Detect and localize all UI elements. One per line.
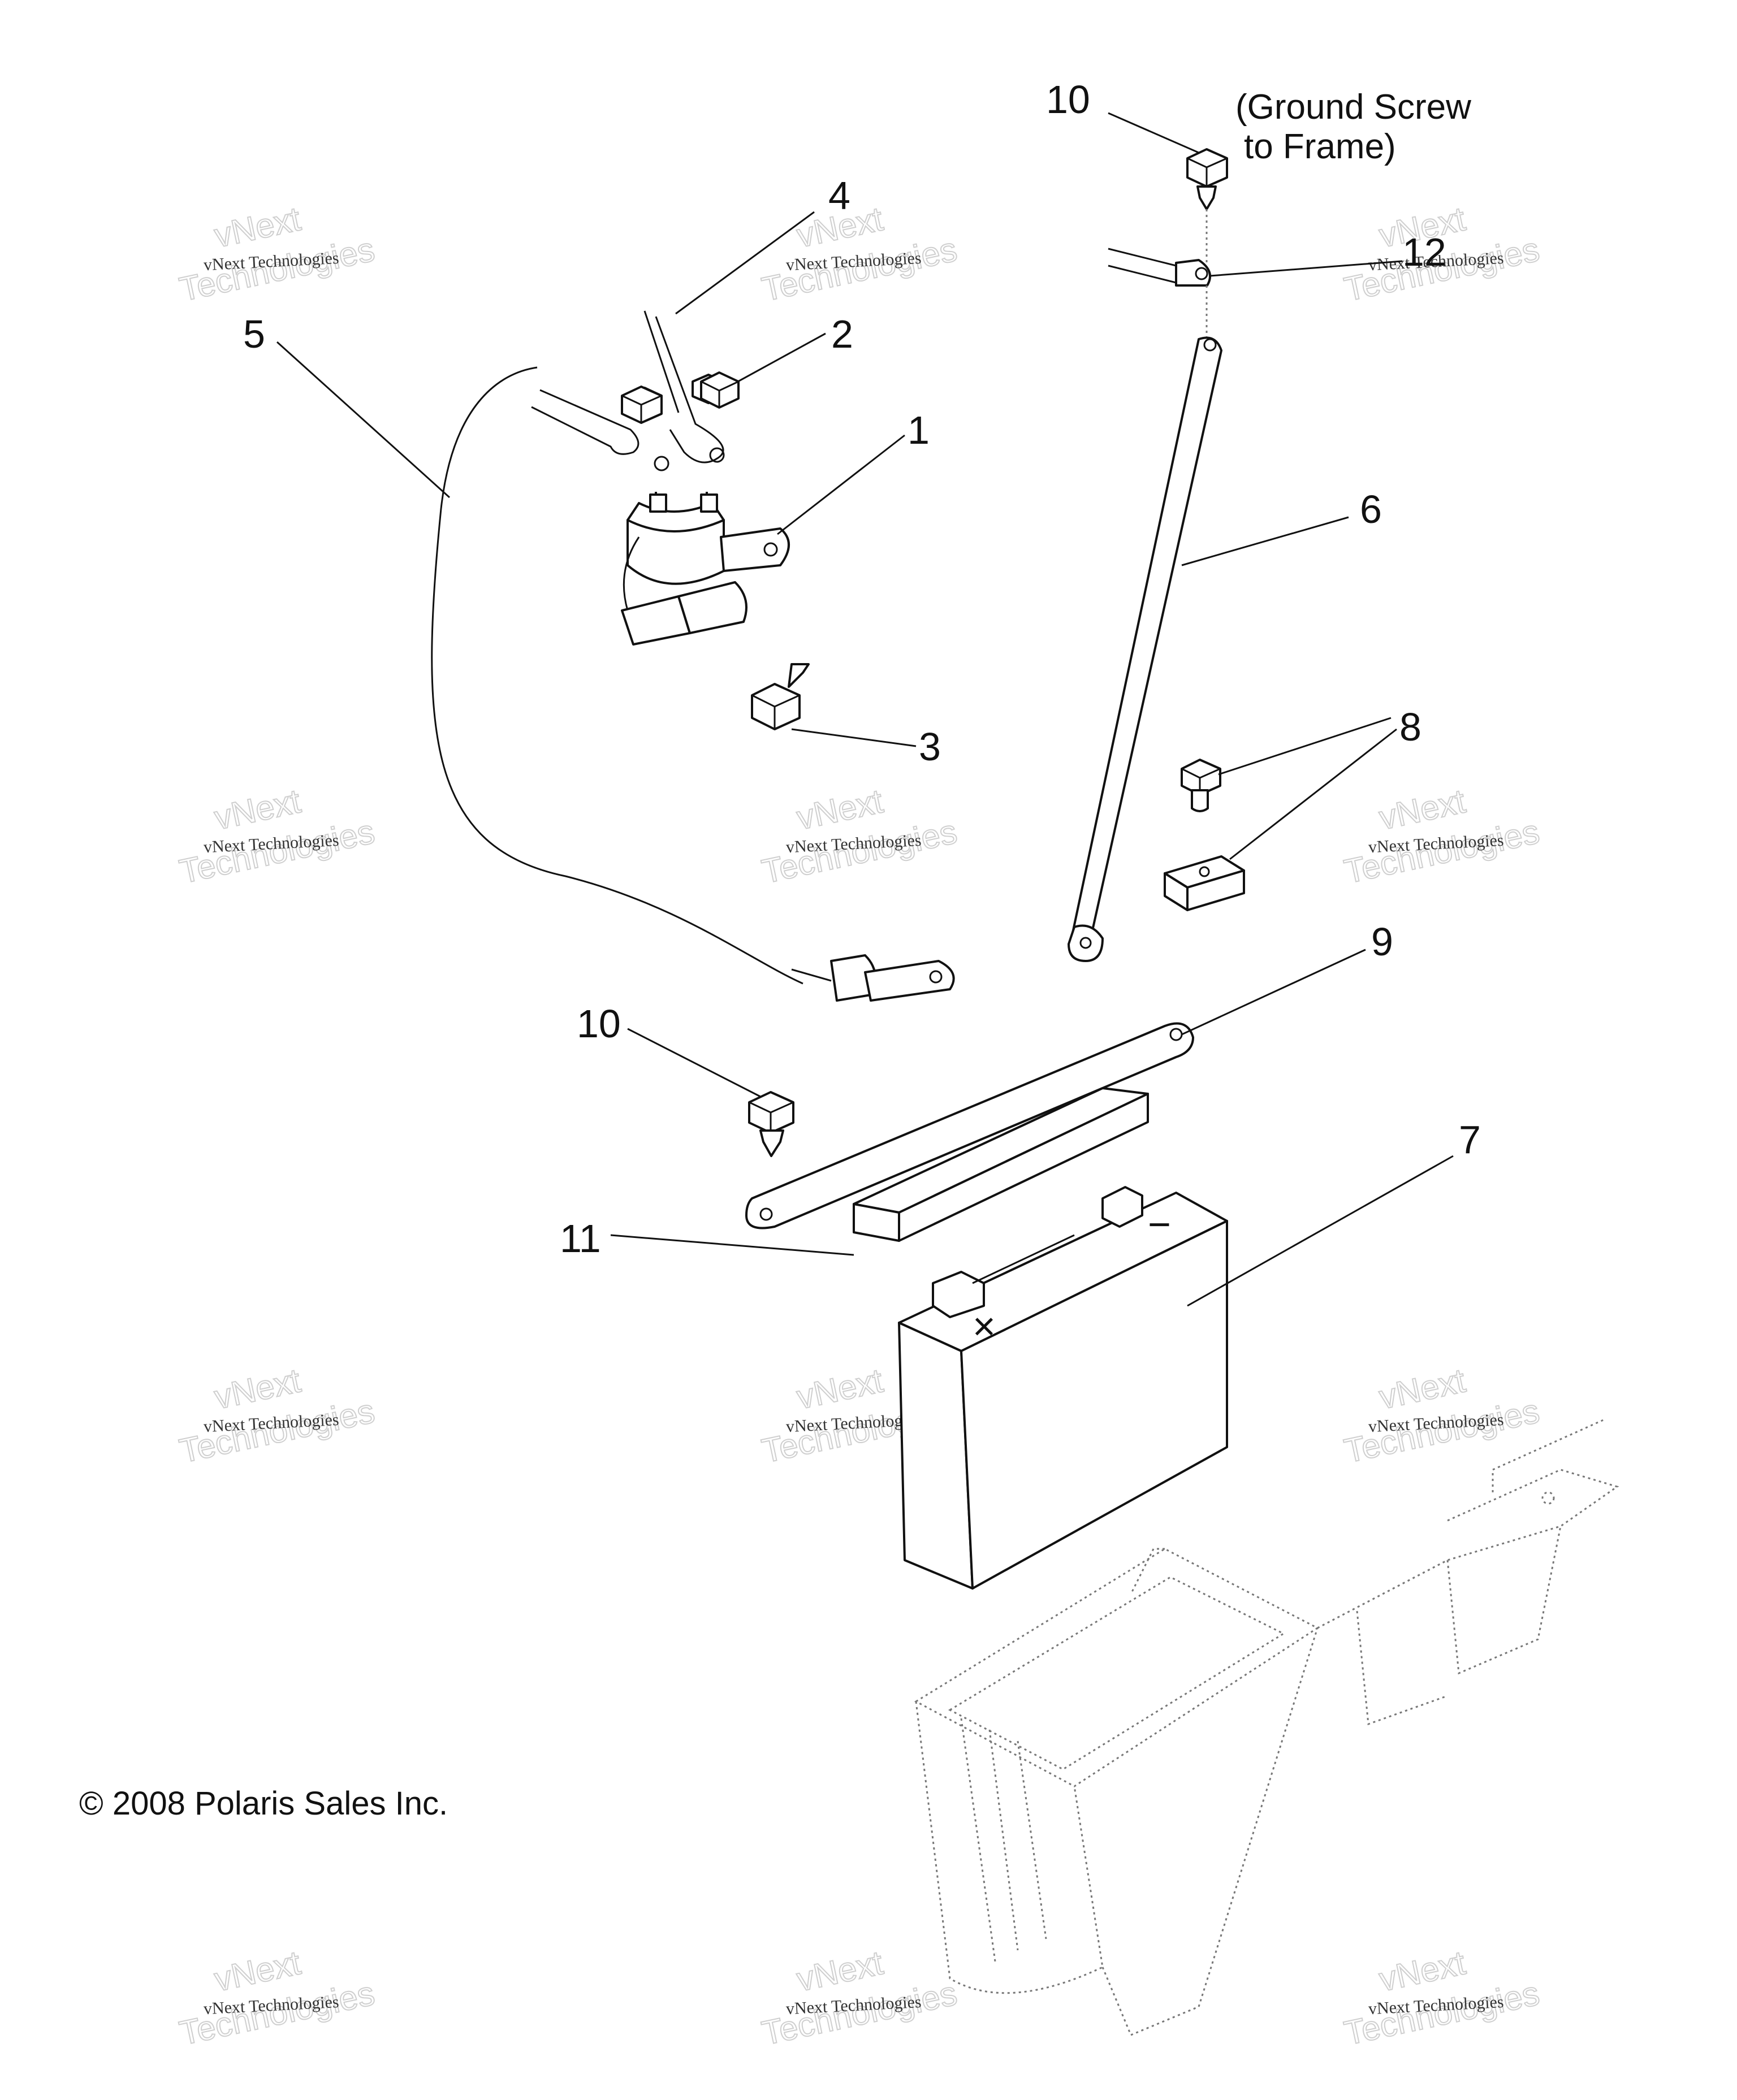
battery-pad-part-11 [853,1087,1149,1242]
watermark: vNext Technologies vNext Technologies [1341,781,1544,891]
watermark: vNext Technologies vNext Technologies [758,199,961,309]
bolt-part-3 [751,663,810,730]
callout-9: 9 [1371,920,1393,964]
callout-5: 5 [243,312,265,356]
battery-minus-mark: − [1148,1202,1171,1246]
callout-10-bottom: 10 [577,1002,621,1046]
leader-11 [610,1234,854,1256]
callout-8: 8 [1399,705,1421,749]
nut-part-2 [700,371,740,409]
leader-1 [777,434,905,535]
nut-part-8 [1164,855,1245,911]
watermark: vNext Technologies vNext Technologies [758,1943,961,2053]
watermark: vNext Technologies vNext Technologies [1341,1943,1544,2053]
callout-2: 2 [831,312,853,356]
watermark: vNext Technologies vNext Technologies [1341,1361,1544,1470]
ground-eyelet-part-12 [1108,248,1211,339]
callout-6: 6 [1360,487,1382,531]
battery-strap-part-9 [745,1022,1194,1229]
watermark-large-top: vNext [1376,1361,1468,1416]
copyright: © 2008 Polaris Sales Inc. [79,1785,448,1822]
leader-2 [737,332,826,383]
callout-4: 4 [828,174,850,218]
ground-screw-part-10-top [1186,148,1228,266]
watermark-large-top: vNext [211,782,304,837]
callout-10-top: 10 [1046,77,1090,122]
leader-5 [276,341,451,499]
callout-3: 3 [919,725,941,769]
watermark-large-top: vNext [793,782,886,837]
leader-3 [791,728,917,747]
leader-10-bottom [627,1028,761,1098]
leader-12 [1209,260,1403,277]
battery-part-7: − × [898,1186,1228,1590]
watermark: vNext Technologies vNext Technologies [758,781,961,891]
lead-wire-part-4 [643,310,680,413]
negative-cable-part-6 [1068,336,1222,962]
watermark: vNext Technologies vNext Technologies [176,781,379,891]
battery-box-frame [914,1418,1619,2036]
leader-4 [675,211,815,315]
battery-plus-mark: × [973,1304,996,1348]
watermark-layer: vNext Technologies vNext Technologies vN… [176,199,1544,2053]
watermark-large-top: vNext [211,1943,304,1998]
callout-11: 11 [560,1216,601,1261]
leader-8a [1218,717,1392,776]
screw-part-10-bottom [748,1091,794,1157]
callout-1: 1 [908,408,930,452]
leader-8b [1229,728,1397,860]
watermark-large-top: vNext [793,1361,886,1416]
leader-6 [1181,516,1349,566]
watermark-large-top: vNext [211,1361,304,1416]
ground-note-line2: to Frame) [1244,127,1396,166]
leader-lines [276,112,1454,1307]
leader-7 [1187,1155,1454,1307]
watermark-large-top: vNext [1376,1943,1468,1998]
watermark: vNext Technologies vNext Technologies [176,1943,379,2053]
nut-left-terminal [621,386,663,424]
ground-note-line1: (Ground Screw [1235,88,1471,127]
callout-12: 12 [1402,230,1446,274]
watermark: vNext Technologies vNext Technologies [176,1361,379,1470]
watermark-large-top: vNext [211,200,304,254]
positive-cable [431,366,955,1002]
bolt-part-8 [1181,759,1221,812]
callout-7: 7 [1459,1118,1481,1162]
leader-10-top [1108,112,1199,154]
watermark-large-top: vNext [793,1943,886,1998]
watermark-large-top: vNext [1376,782,1468,837]
leader-9 [1181,949,1366,1036]
starter-solenoid [531,316,790,646]
callout-labels: 1 2 3 4 5 6 7 8 9 10 10 11 12 [243,77,1481,1261]
watermark: vNext Technologies vNext Technologies [176,199,379,309]
